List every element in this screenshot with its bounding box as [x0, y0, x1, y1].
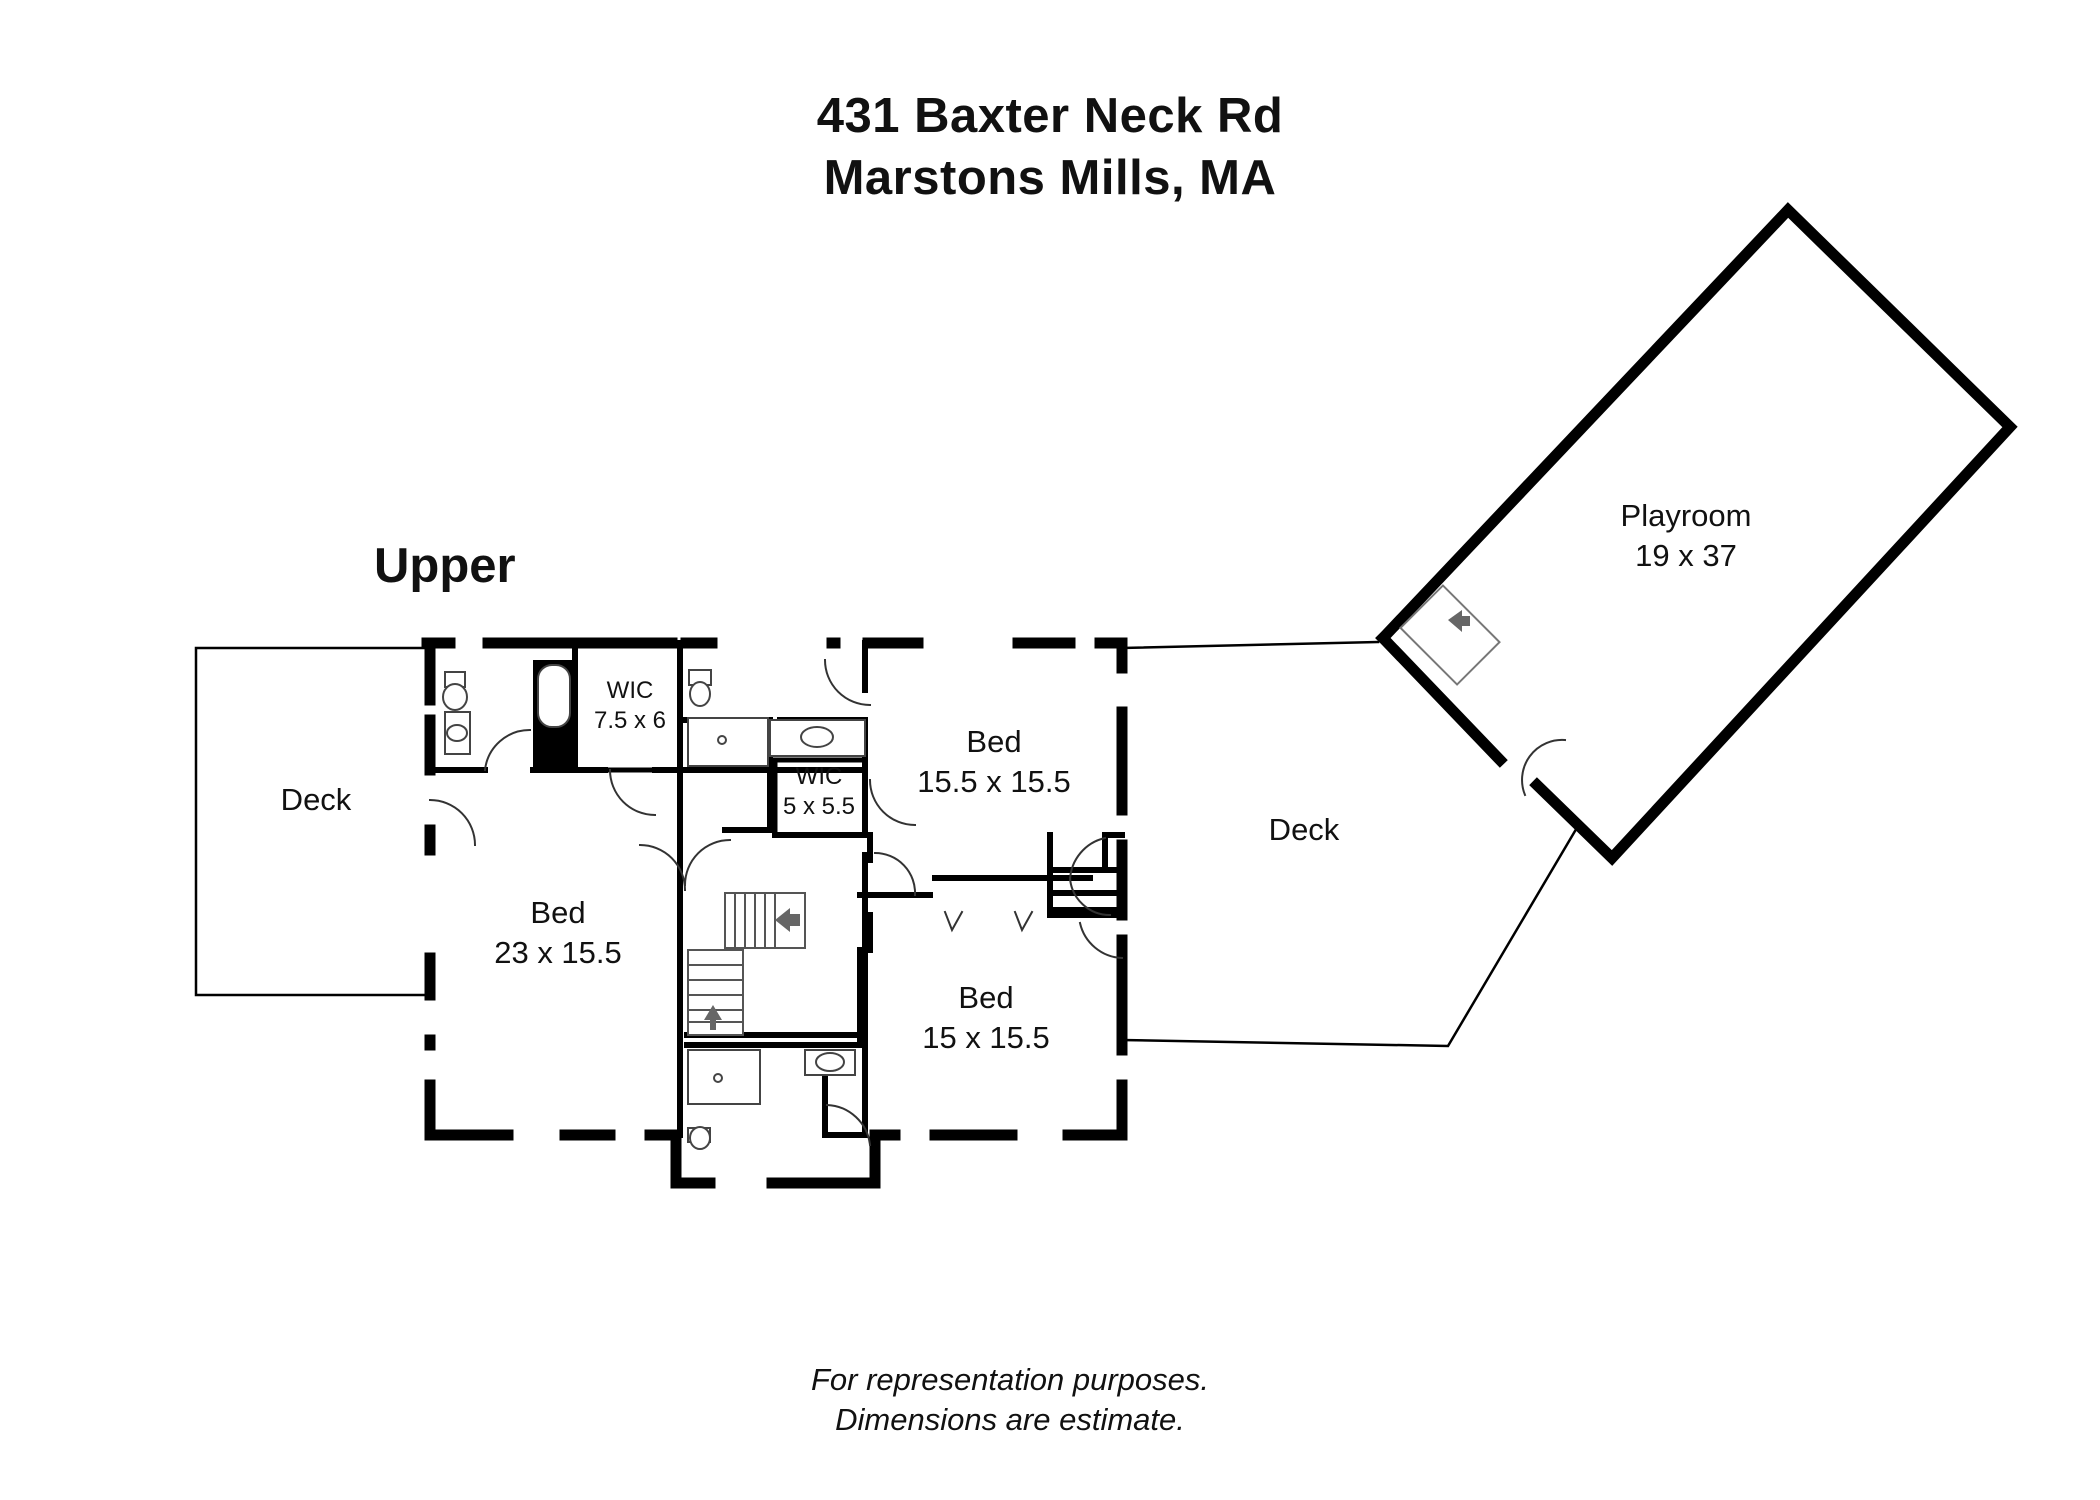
- room-size: 23 x 15.5: [494, 935, 622, 970]
- room-size: 5 x 5.5: [782, 793, 856, 820]
- fixtures: [442, 669, 866, 1150]
- disclaimer-line-2: Dimensions are estimate.: [835, 1402, 1185, 1437]
- room-name: Playroom: [1620, 498, 1752, 533]
- room-bed-lower-right: Bed 15 x 15.5: [922, 978, 1050, 1058]
- room-size: 19 x 37: [1635, 538, 1737, 573]
- left-deck-outline: [194, 646, 432, 997]
- room-size: 15.5 x 15.5: [917, 764, 1071, 799]
- room-playroom: Playroom 19 x 37: [1621, 496, 1752, 576]
- closet-doors: [943, 910, 1034, 933]
- playroom-stair-arrow-icon: [1448, 610, 1470, 632]
- room-size: 7.5 x 6: [593, 707, 667, 734]
- floor-level-label: Upper: [374, 539, 516, 593]
- address-line-2: Marstons Mills, MA: [823, 151, 1277, 205]
- room-wic-small: WIC 5 x 5.5: [783, 762, 855, 822]
- room-bed-main: Bed 23 x 15.5: [494, 893, 622, 973]
- wic-small-walls: [772, 757, 868, 838]
- room-wic-large: WIC 7.5 x 6: [594, 676, 666, 736]
- stair-arrow-left-icon: [775, 908, 800, 932]
- playroom-stair: [1399, 584, 1501, 686]
- room-name: WIC: [606, 677, 654, 704]
- room-name: Deck: [1268, 812, 1340, 847]
- exterior-walls: [421, 637, 1128, 1189]
- room-name: Bed: [966, 724, 1022, 759]
- disclaimer-line-1: For representation purposes.: [810, 1362, 1210, 1397]
- room-name: Deck: [280, 782, 352, 817]
- door-swings: [428, 658, 1124, 1147]
- address-line-1: 431 Baxter Neck Rd: [816, 89, 1284, 143]
- room-name: WIC: [795, 763, 843, 790]
- stairs: [687, 892, 806, 1036]
- room-name: Bed: [530, 895, 586, 930]
- room-deck-left: Deck: [281, 780, 352, 820]
- playroom-door-swing: [1521, 738, 1567, 797]
- playroom-walls: [1375, 202, 2018, 866]
- right-deck-outline: [1120, 640, 1580, 1048]
- room-deck-right: Deck: [1269, 810, 1340, 850]
- room-name: Bed: [958, 980, 1014, 1015]
- room-size: 15 x 15.5: [922, 1020, 1050, 1055]
- stair-arrow-up-icon: [704, 1005, 722, 1030]
- room-bed-upper-right: Bed 15.5 x 15.5: [917, 722, 1070, 802]
